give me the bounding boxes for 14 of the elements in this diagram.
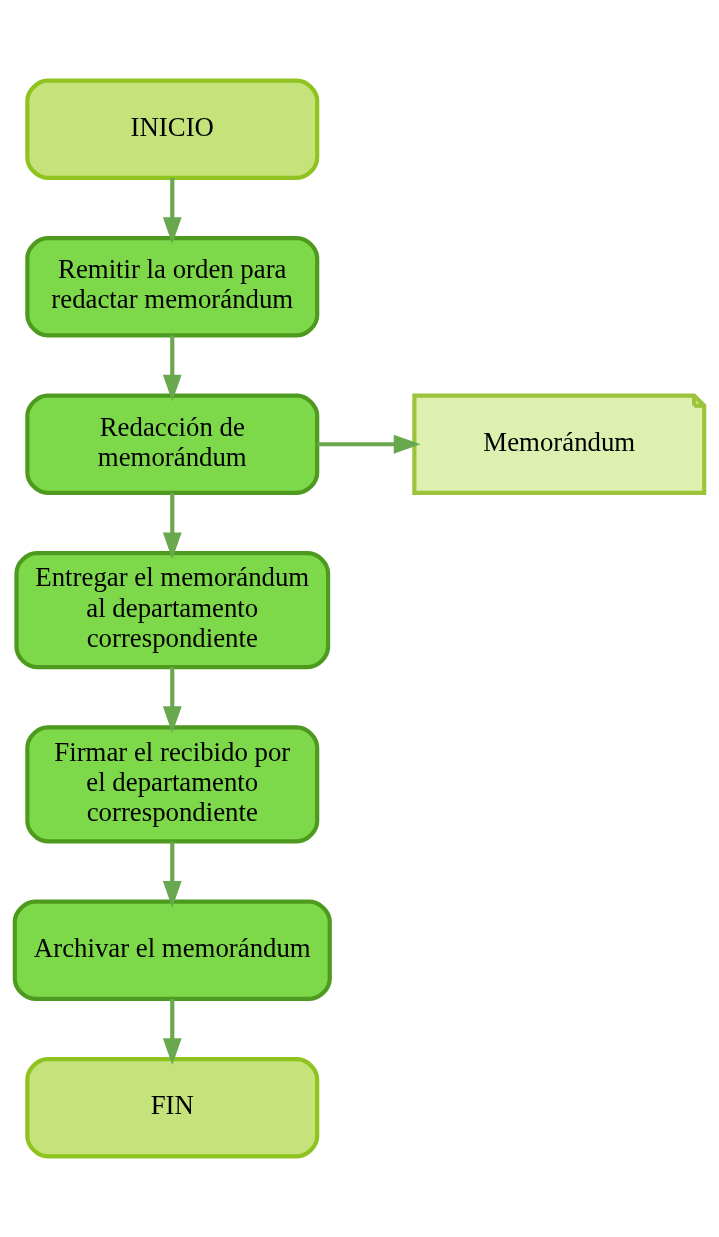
node-box: Redacción de memorándum xyxy=(25,393,320,495)
node-box: Archivar el memorándum xyxy=(12,899,332,1001)
node-box: Remitir la orden para redactar memorándum xyxy=(25,236,320,338)
node-box: INICIO xyxy=(25,78,320,180)
node-box: Entregar el memorándum al departamento correspondiente xyxy=(14,551,331,670)
node-box: FIN xyxy=(25,1057,320,1159)
arrow xyxy=(162,492,182,560)
arrow xyxy=(162,667,182,734)
arrow xyxy=(162,335,182,402)
arrow xyxy=(317,434,421,454)
arrow xyxy=(162,841,182,908)
arrow xyxy=(162,999,182,1066)
arrow xyxy=(162,178,182,245)
node-box: Firmar el recibido por el departamento correspondiente xyxy=(25,725,320,844)
